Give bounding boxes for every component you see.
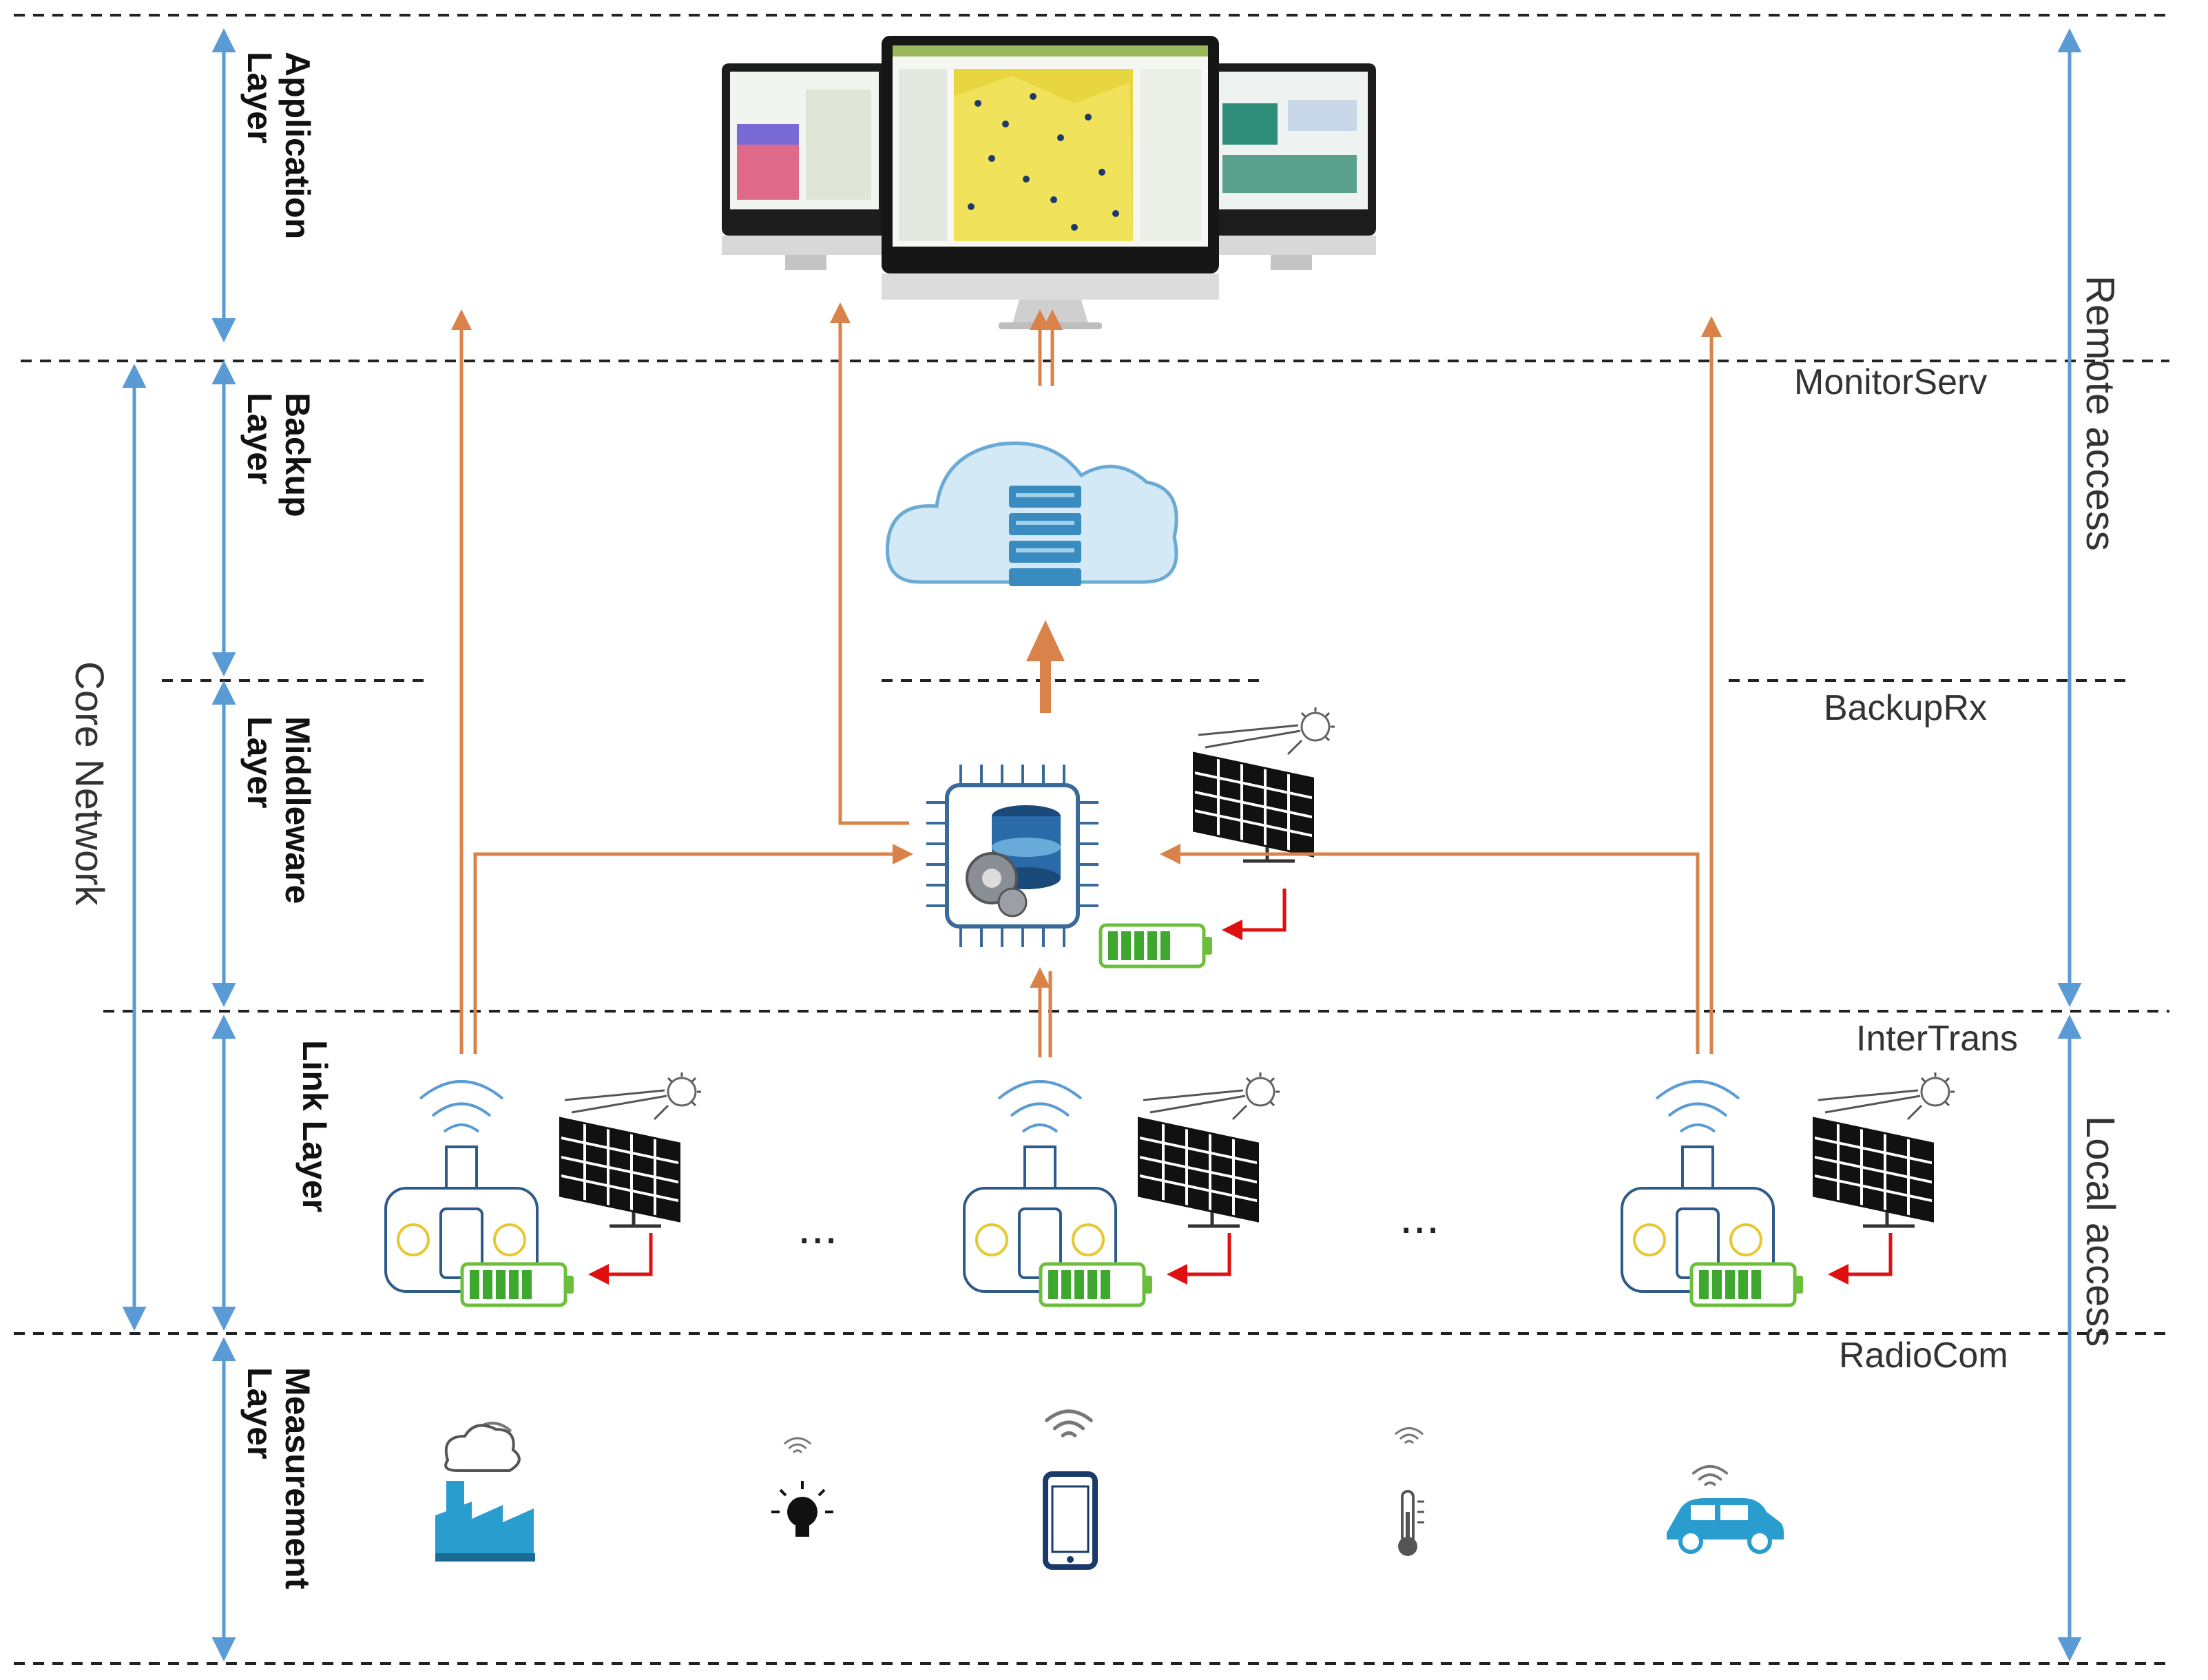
gateway-node-3 — [1621, 1072, 1955, 1305]
layer-label-measurement: Measurement Layer — [240, 1367, 317, 1590]
ellipsis-2: ... — [1399, 1190, 1439, 1243]
car-icon — [1667, 1466, 1784, 1554]
solar-panel-icon — [1815, 1072, 1955, 1226]
charge-arrow-icon — [1171, 1233, 1229, 1274]
battery-icon — [1101, 925, 1212, 966]
protocol-label-inter: InterTrans — [1856, 1019, 2018, 1059]
battery-icon — [1691, 1264, 1803, 1305]
core-network-label: Core Network — [67, 661, 112, 906]
layer-label-middleware: Middleware Layer — [240, 716, 317, 904]
data-flow-arrows — [451, 302, 1722, 1057]
charge-arrow-icon — [592, 1233, 651, 1274]
processor-chip-icon — [926, 765, 1098, 947]
smartphone-icon — [1043, 1411, 1098, 1570]
layer-label-middleware-line1: Middleware — [278, 716, 317, 904]
layer-label-application-line2: Layer — [240, 52, 279, 143]
protocol-label-monitor: MonitorServ — [1794, 362, 1987, 402]
remote-access-label: Remote access — [2078, 276, 2123, 551]
gateway-node-icon — [963, 1080, 1117, 1293]
gateway-node-icon — [384, 1080, 539, 1293]
layer-label-measurement-line2: Layer — [240, 1367, 279, 1459]
protocol-label-backup: BackupRx — [1824, 688, 1987, 728]
gateway-node-2 — [963, 1072, 1280, 1305]
monitors-icon — [722, 36, 1376, 329]
layer-label-application-line1: Application — [278, 52, 317, 239]
gateway-node-1 — [384, 1072, 701, 1305]
layer-label-measurement-line1: Measurement — [278, 1367, 317, 1590]
layer-separators — [14, 14, 2169, 1665]
solar-panel-icon — [561, 1072, 701, 1226]
solar-panel-icon — [1140, 1072, 1280, 1226]
layer-label-link: Link Layer — [295, 1040, 334, 1212]
solar-panel-icon — [1195, 707, 1335, 861]
local-access-label: Local access — [2078, 1116, 2123, 1347]
thermometer-icon — [1395, 1427, 1424, 1556]
layer-label-link-line1: Link Layer — [295, 1040, 334, 1212]
middleware-to-cloud-arrow — [1026, 620, 1065, 713]
ellipsis-1: ... — [798, 1200, 837, 1254]
layer-label-application: Application Layer — [240, 52, 317, 239]
layer-label-backup-line1: Backup — [278, 393, 317, 517]
charge-arrow-icon — [1226, 889, 1284, 930]
factory-icon — [435, 1423, 535, 1562]
cloud-database-icon — [886, 441, 1178, 586]
layer-label-middleware-line2: Layer — [240, 716, 279, 808]
battery-icon — [462, 1264, 574, 1305]
layer-label-backup-line2: Layer — [240, 393, 279, 484]
charge-arrow-icon — [1832, 1233, 1891, 1274]
battery-icon — [1041, 1264, 1152, 1305]
layer-label-backup: Backup Layer — [240, 393, 317, 517]
gateway-node-icon — [1621, 1080, 1775, 1293]
lightbulb-icon — [771, 1437, 833, 1537]
protocol-label-radio: RadioCom — [1839, 1336, 2008, 1376]
